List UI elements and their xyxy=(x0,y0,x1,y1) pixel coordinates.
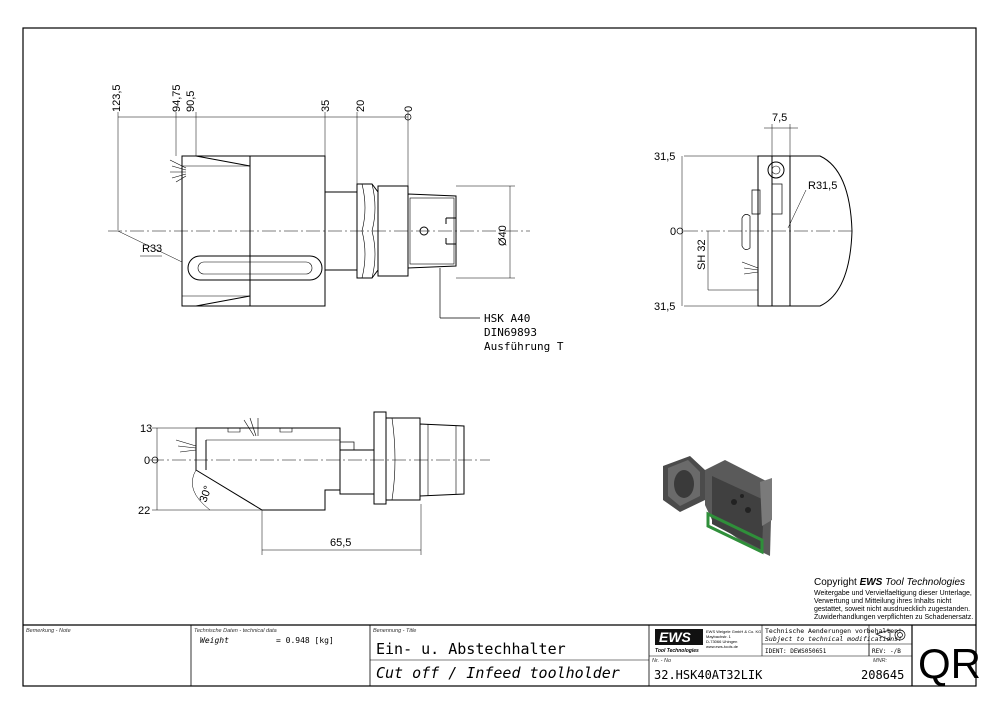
weight-label: Weight xyxy=(200,636,229,645)
dim-35: 35 xyxy=(320,100,332,112)
top-view xyxy=(108,112,530,319)
dim-90-5: 90,5 xyxy=(185,91,197,112)
dim-r33: R33 xyxy=(142,243,162,255)
mnr-number: 208645 xyxy=(861,668,904,682)
copyright-line-3: gestattet, soweit nicht ausdruecklich zu… xyxy=(814,606,970,613)
iso-render xyxy=(663,456,772,556)
company-line-1: EWS Weigele GmbH & Co. KG xyxy=(706,629,761,634)
company-line-3: D-73066 Uhingen xyxy=(706,639,737,644)
dim-0-end: 0 xyxy=(670,226,676,238)
callout-hsk-line3: Ausführung T xyxy=(484,340,564,353)
title-german: Ein- u. Abstechhalter xyxy=(376,640,566,658)
dim-7-5: 7,5 xyxy=(772,112,787,124)
copyright-heading: Copyright EWS Tool Technologies xyxy=(814,577,965,588)
title-label: Benennung - Title xyxy=(373,628,416,634)
dim-30-deg: 30° xyxy=(198,484,215,504)
end-view xyxy=(676,124,855,307)
revision: REV: -/B xyxy=(872,648,901,655)
dim-123-5: 123,5 xyxy=(111,84,123,112)
title-english: Cut off / Infeed toolholder xyxy=(376,664,620,682)
changes-german: Technische Aenderungen vorbehalten! xyxy=(765,627,902,635)
dim-r31-5: R31,5 xyxy=(808,180,837,192)
copyright-line-4: Zuwiderhandlungen verpflichten zu Schade… xyxy=(814,614,973,621)
changes-english: Subject to technical modifications! xyxy=(765,635,902,643)
callout-hsk-line2: DIN69893 xyxy=(484,326,537,339)
dim-65-5: 65,5 xyxy=(330,537,351,549)
tech-data-label: Technische Daten - technical data xyxy=(194,628,277,634)
dim-sh-32: SH 32 xyxy=(696,239,708,270)
dim-0-front: 0 xyxy=(144,455,150,467)
dim-31-5-top: 31,5 xyxy=(654,151,675,163)
front-view xyxy=(150,411,490,555)
copyright-line-1: Weitergabe und Vervielfaeltigung dieser … xyxy=(814,590,972,597)
dim-31-5-bottom: 31,5 xyxy=(654,301,675,313)
dim-0-top: 0 xyxy=(403,106,415,112)
weight-value: = 0.948 [kg] xyxy=(276,636,334,645)
ews-logo-sub: Tool Technologies xyxy=(655,648,699,654)
title-block xyxy=(23,624,976,686)
copyright-notice: Copyright EWS Tool Technologies Weiterga… xyxy=(814,577,973,621)
drawing-frame xyxy=(22,27,977,687)
qr-mark: QR xyxy=(918,640,981,687)
company-line-4: www.ews-tools.de xyxy=(706,644,739,649)
ews-logo-text: EWS xyxy=(659,629,692,645)
company-line-2: Maybachstr. 1 xyxy=(706,634,732,639)
end-view-dimensions: 7,5 31,5 0 31,5 R31,5 SH 32 xyxy=(654,112,837,313)
mnr-label: MNR: xyxy=(873,658,888,664)
dim-22: 22 xyxy=(138,505,150,517)
top-view-dimensions: 123,5 94,75 90,5 35 20 0 R33 Ø40 HSK A40… xyxy=(111,84,564,353)
number-label: Nr. - No xyxy=(652,658,671,664)
note-label: Bemerkung - Note xyxy=(26,628,71,634)
dim-diameter-40: Ø40 xyxy=(497,225,509,246)
dim-13: 13 xyxy=(140,423,152,435)
callout-hsk-line1: HSK A40 xyxy=(484,312,530,325)
front-view-dimensions: 13 0 22 30° 65,5 xyxy=(138,423,351,549)
ews-logo xyxy=(655,629,703,645)
title-block-text: Bemerkung - Note Technische Daten - tech… xyxy=(26,627,981,687)
dim-94-75: 94,75 xyxy=(171,84,183,112)
part-number: 32.HSK40AT32LIK xyxy=(654,668,763,682)
dim-20: 20 xyxy=(355,100,367,112)
copyright-line-2: Verwertung und Mitteilung ihres Inhalts … xyxy=(814,598,951,605)
ident-number: IDENT: DEWS050651 xyxy=(765,648,827,655)
